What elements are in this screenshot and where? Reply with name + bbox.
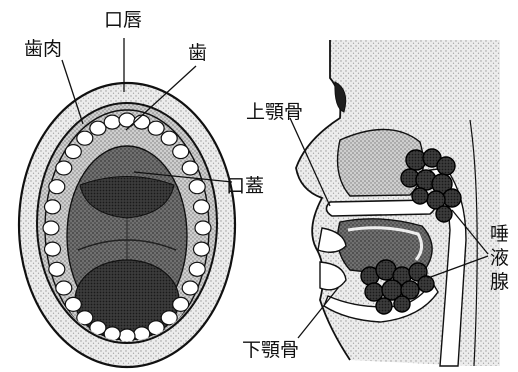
tooth xyxy=(119,113,135,127)
gland-lobule xyxy=(443,189,461,207)
tooth xyxy=(182,161,198,175)
tooth xyxy=(49,262,65,276)
tooth xyxy=(49,180,65,194)
tooth xyxy=(194,200,210,214)
tooth xyxy=(195,221,211,235)
label-mandible: 下顎骨 xyxy=(242,339,299,361)
label-palate: 口蓋 xyxy=(226,175,264,197)
label-salivary-2: 液 xyxy=(490,247,509,269)
gland-lobule xyxy=(376,298,392,314)
tooth xyxy=(43,221,59,235)
label-salivary-3: 腺 xyxy=(490,271,509,293)
tooth xyxy=(56,281,72,295)
tooth xyxy=(182,281,198,295)
tooth xyxy=(45,200,61,214)
gland-lobule xyxy=(436,206,452,222)
tooth xyxy=(65,145,81,159)
open-mouth-illustration xyxy=(19,83,235,367)
label-gums: 歯肉 xyxy=(24,38,62,60)
tooth xyxy=(56,161,72,175)
tooth xyxy=(173,297,189,311)
label-maxilla: 上顎骨 xyxy=(246,101,303,123)
gland-lobule xyxy=(412,188,428,204)
tooth xyxy=(134,115,150,129)
tooth xyxy=(65,297,81,311)
tooth xyxy=(45,242,61,256)
gland-lobule xyxy=(394,296,410,312)
gland-lobule xyxy=(418,276,434,292)
tooth xyxy=(161,131,177,145)
tooth xyxy=(173,145,189,159)
label-lips: 口唇 xyxy=(104,9,142,31)
tooth xyxy=(90,121,106,135)
head-sagittal-illustration xyxy=(296,40,500,366)
tooth xyxy=(148,121,164,135)
tooth xyxy=(189,180,205,194)
tooth xyxy=(104,115,120,129)
tooth xyxy=(77,131,93,145)
tooth xyxy=(194,242,210,256)
label-salivary-1: 唾 xyxy=(490,223,509,245)
label-teeth: 歯 xyxy=(188,42,207,64)
tooth xyxy=(189,262,205,276)
gland-lobule xyxy=(437,157,455,175)
